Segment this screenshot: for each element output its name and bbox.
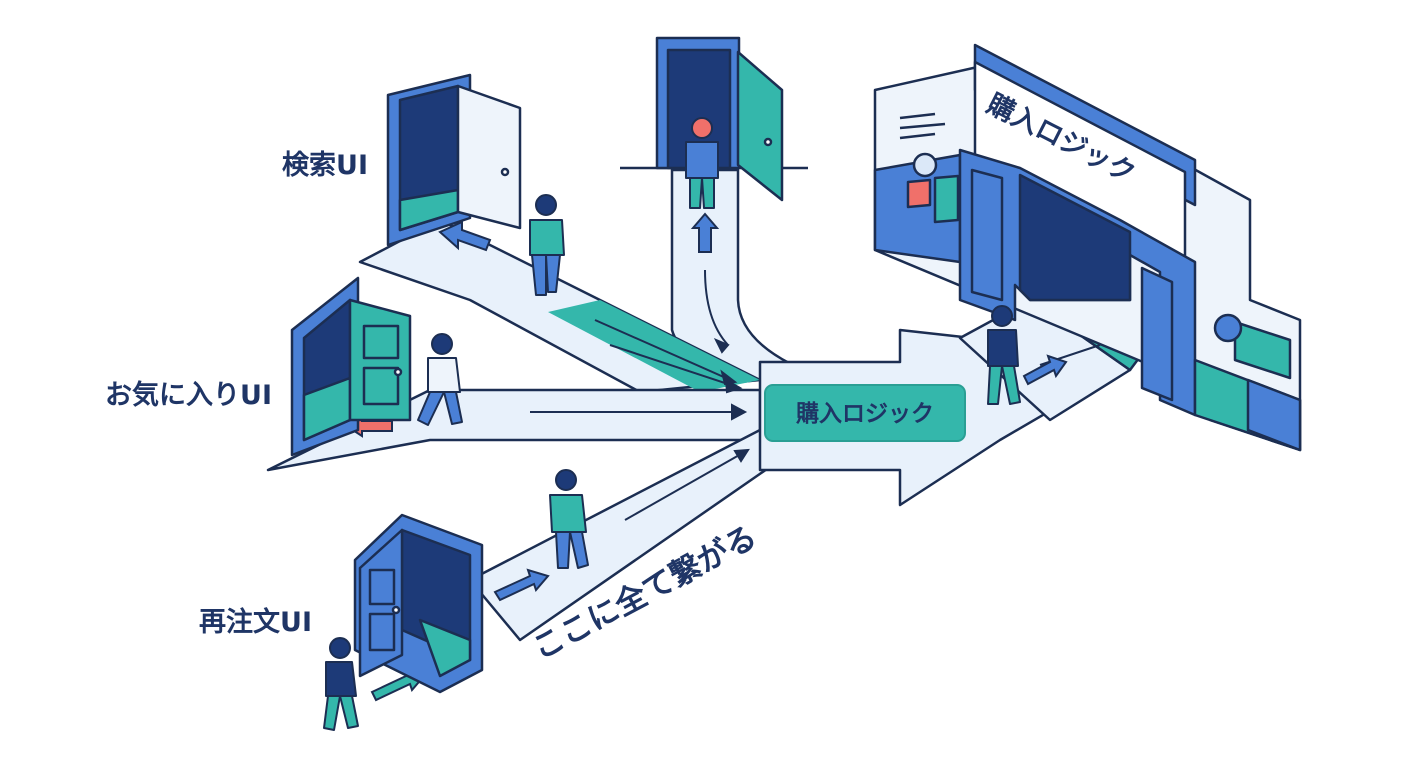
person-icon (685, 117, 719, 209)
door-favorites (290, 276, 412, 457)
arrow-icon (690, 212, 720, 253)
floor-arrows (343, 212, 1068, 702)
center-node: 購入ロジック (764, 384, 966, 442)
arrowhead-2 (724, 378, 743, 394)
arrowhead-4 (733, 448, 750, 463)
person-icon (987, 305, 1021, 405)
label-reorder-ui: 再注文UI (199, 606, 312, 638)
center-node-label: 購入ロジック (796, 401, 934, 427)
flow-line-1 (594, 319, 736, 383)
flow-line-5 (704, 269, 729, 346)
arrowhead-5 (713, 338, 730, 354)
building (873, 43, 1302, 452)
person-icon (549, 469, 589, 569)
people (323, 117, 1021, 731)
door-search (386, 73, 522, 247)
arrow-icon (438, 220, 492, 252)
arrow-icon (1022, 354, 1068, 386)
door-reorder (353, 513, 484, 694)
flow-line-2 (609, 344, 741, 389)
person-icon (323, 637, 359, 731)
person-icon (417, 333, 463, 426)
label-favorites-ui: お気に入りUI (105, 379, 272, 411)
label-search-ui: 検索UI (282, 150, 368, 181)
person-icon (529, 194, 565, 296)
flow-lines (530, 269, 1101, 521)
arrow-icon (493, 568, 550, 602)
arrowhead-3 (731, 403, 748, 421)
flow-line-4 (624, 449, 749, 521)
